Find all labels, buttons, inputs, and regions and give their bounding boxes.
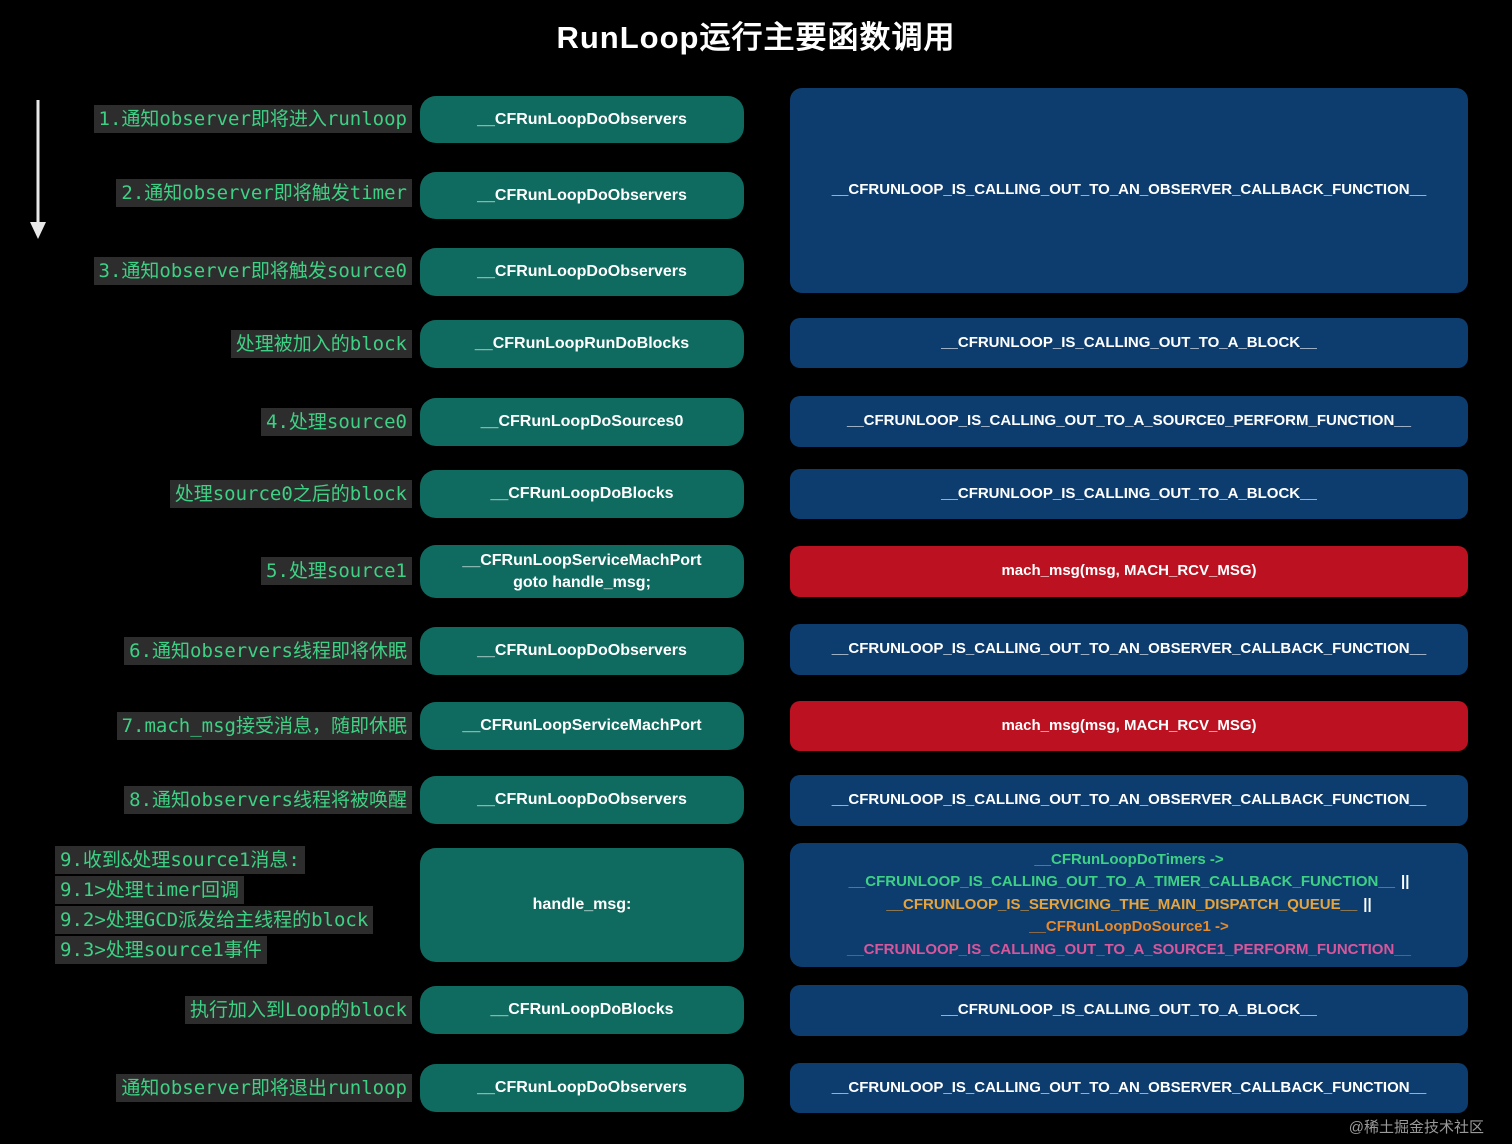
step-label-3: 3.通知observer即将触发source0	[40, 255, 412, 287]
callback-box-observer-2: __CFRUNLOOP_IS_CALLING_OUT_TO_AN_OBSERVE…	[790, 624, 1468, 675]
func-box-do-observers-6: __CFRunLoopDoObservers	[420, 1064, 744, 1112]
callback-box-observer-3: __CFRUNLOOP_IS_CALLING_OUT_TO_AN_OBSERVE…	[790, 775, 1468, 826]
step-label-9: 9.收到&处理source1消息:	[55, 845, 455, 875]
flow-down-arrow	[30, 100, 46, 239]
do-source1-line: __CFRunLoopDoSource1 ->	[1029, 918, 1229, 936]
func-box-handle-msg: handle_msg:	[420, 848, 744, 962]
step-label-block-added: 处理被加入的block	[40, 328, 412, 360]
func-box-do-observers-4: __CFRunLoopDoObservers	[420, 627, 744, 675]
step-label-1: 1.通知observer即将进入runloop	[40, 103, 412, 135]
func-box-do-observers-3: __CFRunLoopDoObservers	[420, 248, 744, 296]
func-box-run-do-blocks: __CFRunLoopRunDoBlocks	[420, 320, 744, 368]
step-label-5: 5.处理source1	[40, 555, 412, 587]
main-dispatch-queue-line: __CFRUNLOOP_IS_SERVICING_THE_MAIN_DISPAT…	[886, 895, 1372, 913]
step-label-7: 7.mach_msg接受消息，随即休眠	[40, 710, 412, 742]
func-box-do-observers-5: __CFRunLoopDoObservers	[420, 776, 744, 824]
callback-box-block-2: __CFRUNLOOP_IS_CALLING_OUT_TO_A_BLOCK__	[790, 469, 1468, 519]
step-label-exit: 通知observer即将退出runloop	[40, 1072, 412, 1104]
step-label-exec-block: 执行加入到Loop的block	[40, 994, 412, 1026]
source1-perform-line: __CFRUNLOOP_IS_CALLING_OUT_TO_A_SOURCE1_…	[847, 940, 1411, 958]
timer-callback-line: __CFRUNLOOP_IS_CALLING_OUT_TO_A_TIMER_CA…	[848, 873, 1410, 891]
callback-box-handle-msg-branches: __CFRunLoopDoTimers -> __CFRUNLOOP_IS_CA…	[790, 843, 1468, 967]
callback-box-observer-4: __CFRUNLOOP_IS_CALLING_OUT_TO_AN_OBSERVE…	[790, 1063, 1468, 1113]
watermark: @稀土掘金技术社区	[1348, 1119, 1484, 1136]
callback-box-observer-1: __CFRUNLOOP_IS_CALLING_OUT_TO_AN_OBSERVE…	[790, 88, 1468, 293]
callback-box-block-3: __CFRUNLOOP_IS_CALLING_OUT_TO_A_BLOCK__	[790, 985, 1468, 1036]
callback-box-mach-msg-2: mach_msg(msg, MACH_RCV_MSG)	[790, 701, 1468, 751]
step-label-9-1: 9.1>处理timer回调	[55, 875, 455, 905]
func-box-do-blocks-1: __CFRunLoopDoBlocks	[420, 470, 744, 518]
page-title: RunLoop运行主要函数调用	[556, 20, 956, 55]
step-label-4: 4.处理source0	[40, 406, 412, 438]
func-box-service-machport: __CFRunLoopServiceMachPort	[420, 702, 744, 750]
func-box-do-blocks-2: __CFRunLoopDoBlocks	[420, 986, 744, 1034]
step-label-9-2: 9.2>处理GCD派发给主线程的block	[55, 905, 455, 935]
callback-box-mach-msg-1: mach_msg(msg, MACH_RCV_MSG)	[790, 546, 1468, 597]
step-label-9-3: 9.3>处理source1事件	[55, 935, 455, 965]
func-box-service-machport-goto: __CFRunLoopServiceMachPort goto handle_m…	[420, 545, 744, 598]
func-box-do-observers-1: __CFRunLoopDoObservers	[420, 96, 744, 143]
callback-box-source0-perform: __CFRUNLOOP_IS_CALLING_OUT_TO_A_SOURCE0_…	[790, 396, 1468, 447]
step-label-8: 8.通知observers线程将被唤醒	[40, 784, 412, 816]
func-box-do-sources0: __CFRunLoopDoSources0	[420, 398, 744, 446]
step-label-block-after-source0: 处理source0之后的block	[40, 478, 412, 510]
do-timers-line: __CFRunLoopDoTimers ->	[1034, 850, 1224, 868]
func-box-do-observers-2: __CFRunLoopDoObservers	[420, 172, 744, 219]
step-label-6: 6.通知observers线程即将休眠	[40, 635, 412, 667]
step-label-2: 2.通知observer即将触发timer	[40, 177, 412, 209]
callback-box-block-1: __CFRUNLOOP_IS_CALLING_OUT_TO_A_BLOCK__	[790, 318, 1468, 368]
